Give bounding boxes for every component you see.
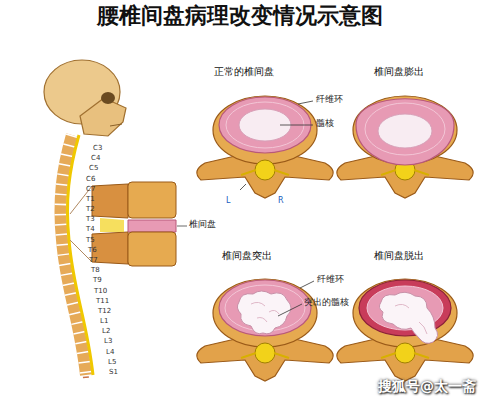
spine-level: T9 [93,276,102,284]
side-mark: L [226,196,230,205]
part-label: 突出的髓核 [304,297,349,307]
bulging-disc [337,96,473,198]
side-view [92,182,187,266]
spine-level: C7 [86,185,95,193]
spine-level: C5 [89,164,98,172]
spine-level: C3 [93,144,102,152]
leader-lines [240,101,314,316]
spine-level: T7 [89,256,98,264]
spine-level: T11 [96,297,109,305]
title: 腰椎间盘病理改变情况示意图 [97,3,383,28]
spine-level: C6 [86,175,95,183]
spine-level: T4 [86,225,95,233]
watermark: 搜狐号@太一斋 [378,378,476,394]
side-mark: R [278,196,284,205]
part-label: 纤维环 [316,94,343,104]
part-label: 纤维环 [317,274,344,284]
spine-level: L5 [108,358,116,366]
spine [60,135,93,378]
spine-level: S1 [109,368,118,376]
spine-level: T2 [86,205,95,213]
spine-level: T8 [91,266,100,274]
protruding-disc [197,279,333,381]
spine-level: L3 [104,337,112,345]
panel-caption: 椎间盘突出 [222,250,272,262]
normal-disc [197,96,333,198]
spine-level: T10 [94,287,107,295]
panel-caption: 椎间盘脱出 [374,250,424,262]
spine-level: T3 [86,215,95,223]
prolapsed-disc [337,279,473,381]
spine-level: T6 [88,246,97,254]
spine-level: L4 [106,348,114,356]
panel-caption: 正常的椎间盘 [214,66,274,78]
spine-level: C4 [91,154,100,162]
part-label: 椎间盘 [189,219,216,229]
spine-level: T5 [86,236,95,244]
panel-caption: 椎间盘膨出 [374,66,424,78]
spine-level: L1 [100,317,108,325]
spine-level: L2 [102,327,110,335]
skull [44,60,126,136]
part-label: 髓核 [316,118,334,128]
spine-level: T1 [86,195,95,203]
spine-level: T12 [98,307,111,315]
